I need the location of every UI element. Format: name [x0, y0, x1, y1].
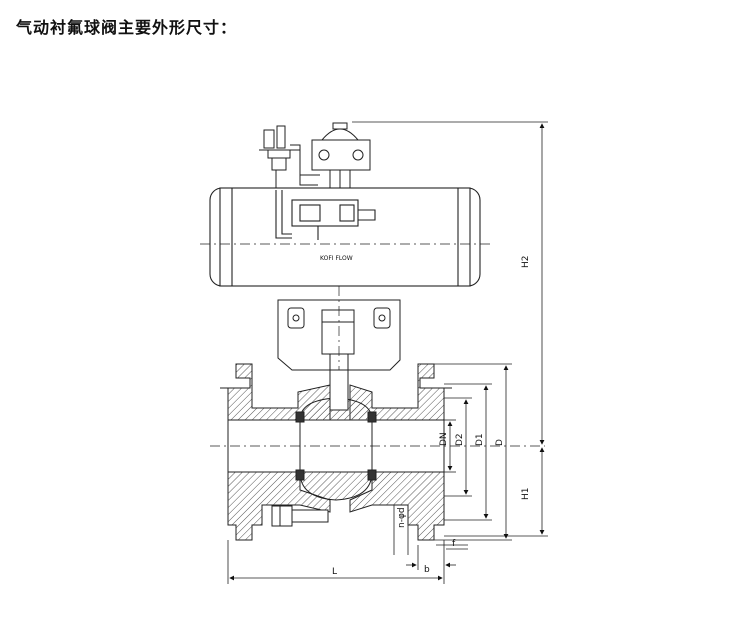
- dim-label-b: b: [424, 565, 430, 575]
- limit-switch-box: [311, 122, 371, 191]
- dimension-lines: [227, 121, 548, 584]
- dim-label-f: f: [452, 539, 456, 549]
- brand-label: KOFI FLOW: [320, 255, 353, 262]
- dim-label-h2: H2: [521, 256, 531, 269]
- dim-label-h1: H1: [521, 488, 531, 501]
- page-title: 气动衬氟球阀主要外形尺寸：: [16, 18, 238, 37]
- pneumatic-actuator: [200, 187, 490, 287]
- valve-body: [220, 363, 452, 541]
- solenoid-valve: [259, 125, 320, 190]
- dim-label-dn: DN: [439, 432, 449, 446]
- dim-label-d2: D2: [455, 433, 465, 446]
- dim-label-d1: D1: [475, 433, 485, 446]
- mounting-bracket: [277, 286, 401, 400]
- dim-label-l: L: [332, 567, 337, 577]
- dim-label-d: D: [495, 439, 505, 446]
- dim-label-nd: n-φd: [397, 507, 407, 528]
